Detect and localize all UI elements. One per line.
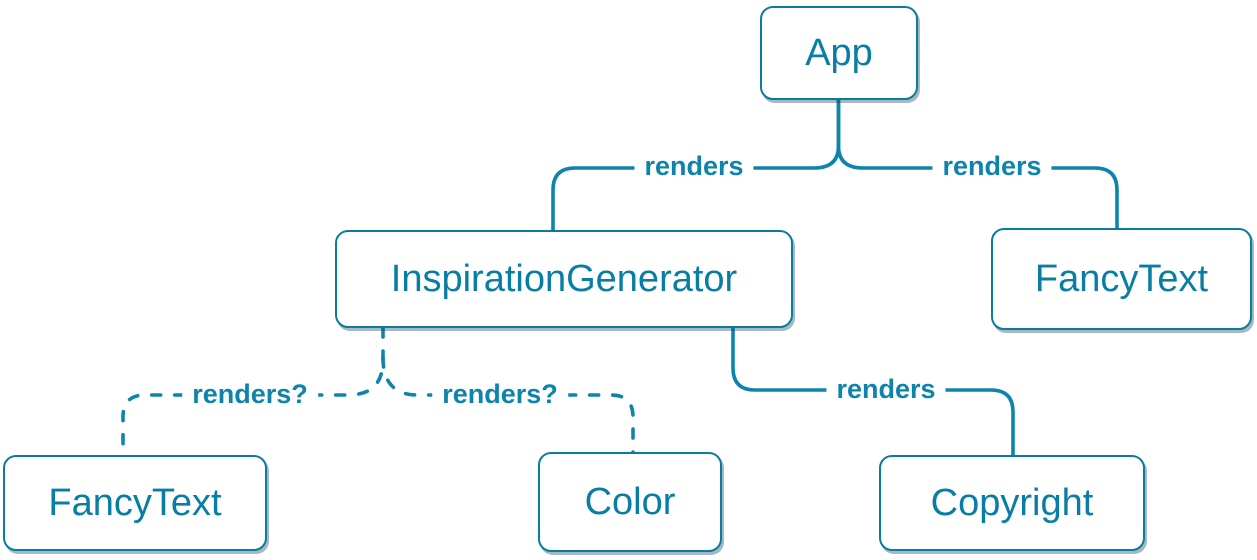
node-fancy-text-top-label: FancyText	[1034, 257, 1209, 300]
edge-inspiration-generator-to-color	[381, 356, 635, 454]
edge-label-renders-question-right: renders?	[432, 379, 568, 410]
node-copyright-label: Copyright	[930, 481, 1094, 524]
edge-label-renders-question-left: renders?	[182, 379, 318, 410]
edge-label-renders-app-left: renders	[634, 151, 754, 182]
node-app: App	[760, 6, 918, 100]
node-app-label: App	[805, 31, 873, 74]
node-color: Color	[538, 452, 722, 552]
node-fancy-text-top: FancyText	[991, 228, 1252, 330]
node-inspiration-generator: InspirationGenerator	[335, 230, 793, 328]
node-copyright: Copyright	[879, 455, 1145, 551]
node-fancy-text-bottom-label: FancyText	[48, 481, 222, 524]
node-fancy-text-bottom: FancyText	[3, 455, 267, 551]
node-color-label: Color	[584, 480, 676, 523]
node-inspiration-generator-label: InspirationGenerator	[390, 257, 738, 300]
edge-label-renders-app-right: renders	[932, 151, 1052, 182]
edge-label-renders-copyright: renders	[826, 374, 946, 405]
